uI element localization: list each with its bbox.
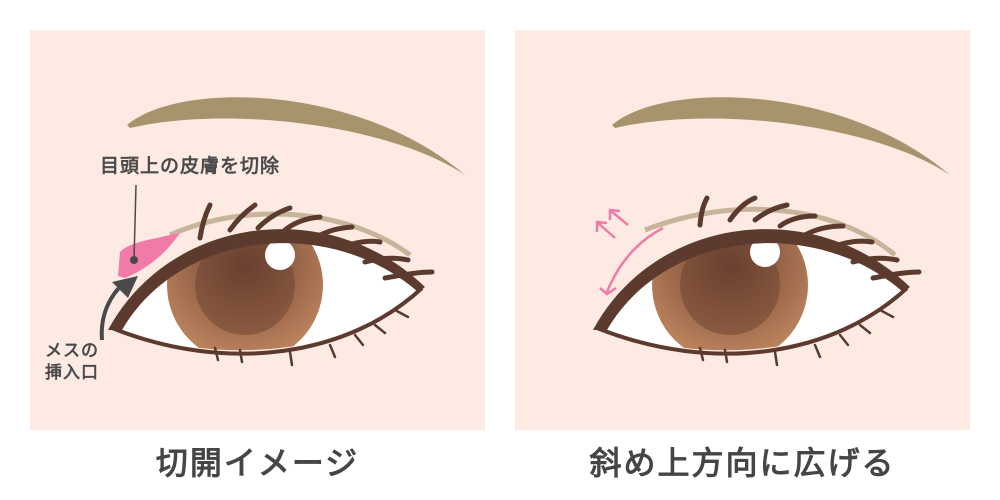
- eye-illustration-right: [593, 97, 950, 367]
- arrow-head-icon: [112, 276, 138, 298]
- upper-eyelid: [108, 229, 425, 330]
- eye-illustration-left: [99, 97, 465, 367]
- eyelid-crease: [644, 206, 897, 257]
- excision-annotation: 目頭上の皮膚を切除: [100, 155, 281, 177]
- widen-caption: 斜め上方向に広げる: [589, 444, 896, 482]
- lower-eyelid: [596, 286, 909, 356]
- excised-skin-area: [118, 233, 180, 278]
- insertion-annotation: メスの 挿入口: [45, 340, 99, 384]
- upper-eyelashes: [697, 195, 922, 281]
- lower-eyelid: [111, 286, 424, 356]
- insertion-annotation-line2: 挿入口: [45, 363, 99, 383]
- eyebrow: [612, 97, 950, 175]
- insertion-annotation-line1: メスの: [45, 341, 99, 361]
- leader-line: [133, 184, 137, 261]
- lower-eyelashes: [213, 308, 410, 367]
- eyebrow: [127, 97, 465, 175]
- widen-illustration-panel: [515, 30, 970, 430]
- incision-illustration-panel: 目頭上の皮膚を切除 メスの 挿入口: [30, 30, 485, 430]
- incision-caption: 切開イメージ: [155, 444, 360, 482]
- eye-highlight: [750, 237, 780, 267]
- eye-highlight: [265, 240, 295, 270]
- lower-eyelashes: [698, 308, 895, 367]
- upper-eyelid: [593, 229, 910, 330]
- widen-curve: [605, 226, 664, 293]
- upper-eyelashes: [197, 202, 435, 281]
- upward-arrows-icon: [595, 208, 629, 239]
